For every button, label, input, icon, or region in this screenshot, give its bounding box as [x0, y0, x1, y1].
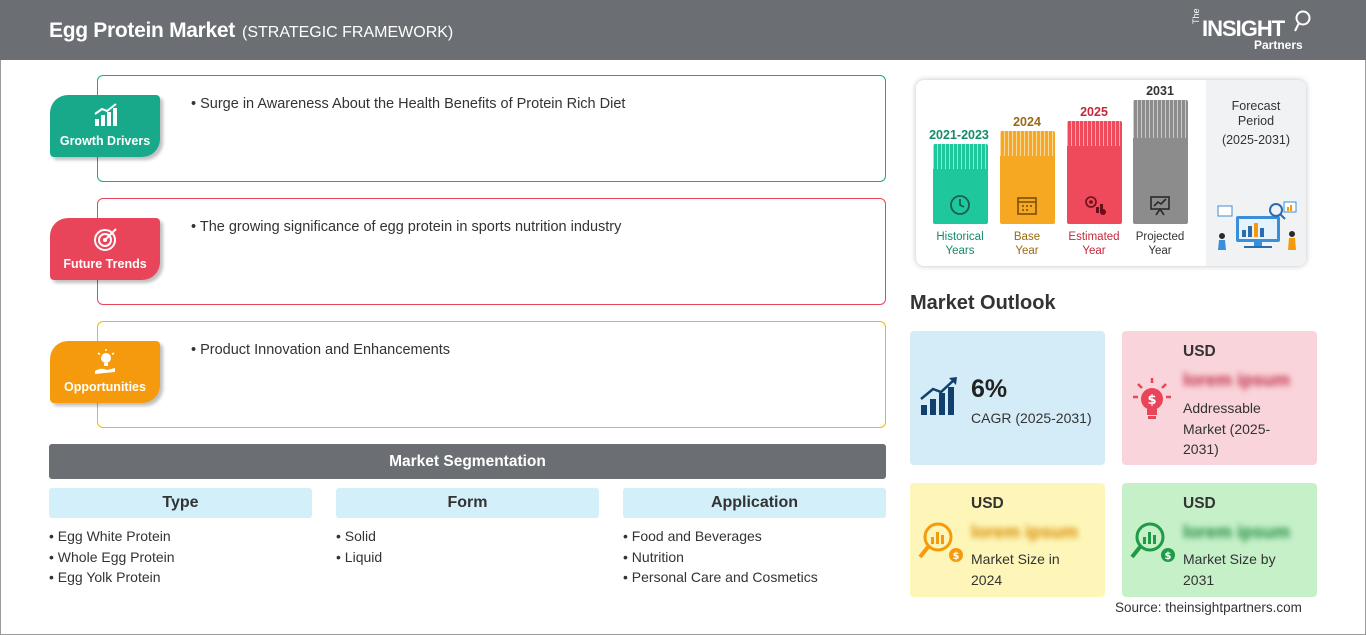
segment-application-column: Application • Food and Beverages • Nutri… — [623, 488, 886, 588]
addressable-value-blurred: lorem ipsum — [1183, 370, 1291, 390]
svg-text:$: $ — [953, 551, 960, 562]
list-item: • Egg White Protein — [49, 528, 171, 544]
timeline-year-projected: 2031 — [1146, 84, 1174, 98]
list-item: • Liquid — [336, 548, 383, 565]
logo-magnifier-icon — [1294, 10, 1311, 32]
growth-drivers-bullet: • Surge in Awareness About the Health Be… — [191, 96, 626, 112]
segment-form-list: • Solid • Liquid — [336, 526, 599, 567]
segment-type-list: • Egg White Protein • Whole Egg Protein … — [49, 526, 312, 588]
target-icon — [94, 228, 117, 251]
list-item: • Whole Egg Protein — [49, 548, 175, 565]
timeline-year-base: 2024 — [1013, 115, 1041, 129]
market-outlook-title: Market Outlook — [910, 292, 1056, 314]
source-credit[interactable]: Source: theinsightpartners.com — [1115, 600, 1302, 615]
growth-drivers-tag: Growth Drivers — [50, 95, 160, 157]
opportunities-bullet: • Product Innovation and Enhancements — [191, 342, 450, 358]
money-bulb-icon: $ — [1133, 378, 1171, 419]
segment-application-list: • Food and Beverages • Nutrition • Perso… — [623, 526, 886, 588]
size-2031-usd: USD — [1183, 495, 1216, 512]
timeline-year-estimated: 2025 — [1080, 105, 1108, 119]
list-item: • Food and Beverages — [623, 528, 762, 544]
svg-text:$: $ — [1147, 393, 1156, 408]
future-trends-box: • The growing significance of egg protei… — [97, 198, 886, 305]
list-item: • Personal Care and Cosmetics — [623, 569, 818, 585]
market-segmentation-header: Market Segmentation — [49, 444, 886, 479]
logo-insight: INSIGHT — [1202, 16, 1285, 41]
future-trends-tag: Future Trends — [50, 218, 160, 280]
insight-partners-logo[interactable]: The INSIGHT Partners — [1190, 8, 1320, 54]
lightbulb-hand-icon — [95, 349, 115, 374]
calendar-icon — [1017, 197, 1037, 215]
future-trends-bullet: • The growing significance of egg protei… — [191, 219, 622, 235]
size-2031-value-blurred: lorem ipsum — [1183, 522, 1291, 542]
size-2024-usd: USD — [971, 495, 1004, 512]
page-subtitle: (STRATEGIC FRAMEWORK) — [242, 24, 454, 41]
cagr-card: 6% CAGR (2025-2031) — [910, 331, 1105, 465]
gear-chart-icon — [1085, 196, 1106, 215]
size-2031-desc: Market Size by 2031 — [1183, 551, 1276, 588]
timeline-bar-historical — [933, 144, 988, 224]
growth-chart-icon — [920, 377, 957, 415]
list-item: • Nutrition — [623, 548, 684, 565]
timeline-bar-estimated — [1067, 121, 1122, 224]
list-item: • Solid — [336, 528, 376, 544]
opportunities-box: • Product Innovation and Enhancements — [97, 321, 886, 428]
addressable-market-card: $ USD lorem ipsum Addressable Market (20… — [1122, 331, 1317, 465]
forecast-range: (2025-2031) — [1221, 133, 1291, 147]
market-size-2024-card: $ USD lorem ipsum Market Size in 2024 — [910, 483, 1105, 597]
timeline-bar-projected — [1133, 100, 1188, 224]
size-2024-value-blurred: lorem ipsum — [971, 522, 1079, 542]
addressable-desc: Addressable Market (2025- 2031) — [1183, 400, 1271, 457]
magnifier-coin-chart-icon: $ — [1130, 522, 1175, 562]
cagr-value: 6% — [971, 375, 1008, 403]
logo-partners: Partners — [1254, 38, 1303, 52]
segment-type-head: Type — [49, 488, 312, 518]
growth-drivers-box: • Surge in Awareness About the Health Be… — [97, 75, 886, 182]
cagr-label: CAGR (2025-2031) — [971, 410, 1092, 426]
segment-form-column: Form • Solid • Liquid — [336, 488, 599, 567]
market-size-2031-card: $ USD lorem ipsum Market Size by 2031 — [1122, 483, 1317, 597]
magnifier-coin-chart-icon: $ — [918, 522, 963, 562]
bar-growth-icon — [94, 103, 117, 126]
history-icon — [950, 195, 970, 215]
size-2024-desc: Market Size in 2024 — [971, 551, 1060, 588]
header-bar: Egg Protein Market (STRATEGIC FRAMEWORK)… — [0, 0, 1366, 60]
future-trends-label: Future Trends — [63, 257, 147, 271]
segment-application-head: Application — [623, 488, 886, 518]
addressable-usd: USD — [1183, 343, 1216, 360]
presentation-icon — [1150, 196, 1170, 216]
timeline-year-historical: 2021-2023 — [929, 128, 989, 142]
analytics-dashboard-illustration-icon — [1217, 201, 1297, 250]
logo-the: The — [1191, 8, 1201, 24]
page-title: Egg Protein Market — [49, 19, 235, 42]
svg-text:$: $ — [1165, 551, 1172, 562]
opportunities-label: Opportunities — [64, 380, 146, 394]
opportunities-tag: Opportunities — [50, 341, 160, 403]
segment-form-head: Form — [336, 488, 599, 518]
growth-drivers-label: Growth Drivers — [59, 134, 151, 148]
timeline-bar-base — [1000, 131, 1055, 224]
list-item: • Egg Yolk Protein — [49, 569, 161, 585]
segment-type-column: Type • Egg White Protein • Whole Egg Pro… — [49, 488, 312, 588]
